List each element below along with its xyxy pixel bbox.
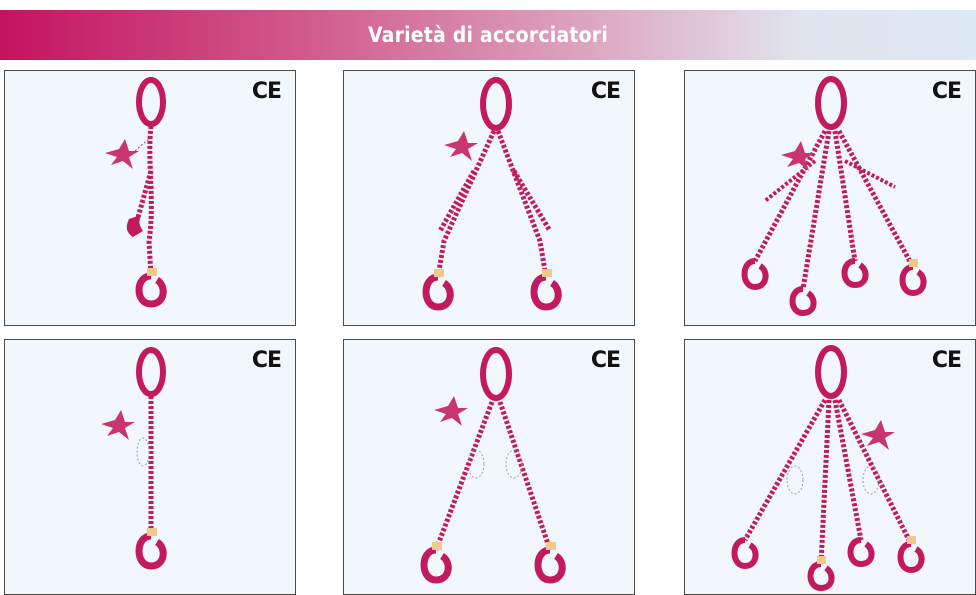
tag-icon: [101, 410, 135, 440]
master-link-icon: [815, 76, 847, 130]
chain-leg: [146, 125, 154, 277]
chain-leg: [836, 398, 914, 546]
chain-leg: [818, 399, 832, 565]
hook-icon: [807, 556, 835, 592]
ce-mark: CE: [931, 348, 962, 373]
ce-mark: CE: [931, 79, 962, 104]
master-link-icon: [815, 345, 847, 399]
chain-leg: [497, 401, 553, 551]
hook-icon: [534, 542, 566, 584]
chain-leg: [800, 130, 832, 290]
hook-icon: [847, 537, 875, 568]
hook-icon: [135, 268, 167, 308]
tag-icon: [105, 136, 152, 169]
chain-leg: [832, 399, 864, 541]
panel-single-leg-inline: CE: [4, 339, 296, 595]
panel-single-leg-shortener: CE: [4, 70, 296, 326]
chain-leg: [742, 398, 828, 542]
master-link-icon: [136, 347, 166, 397]
hook-icon: [135, 528, 167, 570]
ce-mark: CE: [251, 348, 282, 373]
chain-leg: [752, 129, 828, 263]
tag-icon: [444, 131, 478, 161]
ce-mark: CE: [251, 79, 282, 104]
chain-leg: [836, 129, 916, 269]
tag-icon: [434, 396, 468, 426]
chain-leg: [433, 401, 495, 551]
shortener-hook-icon: [126, 215, 143, 237]
chain-leg: [832, 130, 858, 262]
panel-four-leg-shortener: CE: [684, 70, 976, 326]
header-banner: Varietà di accorciatori: [0, 10, 976, 60]
hook-icon: [731, 537, 759, 570]
hook-icon: [741, 258, 769, 291]
four-leg-chain-sling-image: [731, 345, 925, 592]
hook-icon: [420, 542, 452, 584]
hook-icon: [897, 536, 925, 574]
single-leg-chain-sling-image: [101, 347, 167, 570]
page-title: Varietà di accorciatori: [367, 23, 608, 47]
hook-icon: [899, 259, 927, 297]
master-link-icon: [480, 347, 512, 401]
hook-icon: [530, 269, 562, 311]
master-link-icon: [136, 77, 166, 127]
four-leg-chain-sling-image: [741, 76, 927, 317]
ce-mark: CE: [590, 348, 621, 373]
chain-leg: [435, 129, 497, 278]
master-link-icon: [480, 77, 512, 131]
two-leg-chain-sling-image: [422, 77, 562, 311]
tag-icon: [781, 141, 815, 171]
single-leg-chain-sling-image: [105, 77, 167, 308]
hook-icon: [789, 286, 817, 317]
hook-icon: [422, 269, 454, 311]
panel-two-leg-inline: CE: [343, 339, 635, 595]
panel-four-leg-inline: CE: [684, 339, 976, 595]
two-leg-chain-sling-image: [420, 347, 566, 584]
panel-two-leg-shortener: CE: [343, 70, 635, 326]
ce-mark: CE: [590, 79, 621, 104]
tag-icon: [861, 420, 895, 450]
chain-leg: [495, 130, 549, 278]
hook-icon: [841, 258, 869, 289]
